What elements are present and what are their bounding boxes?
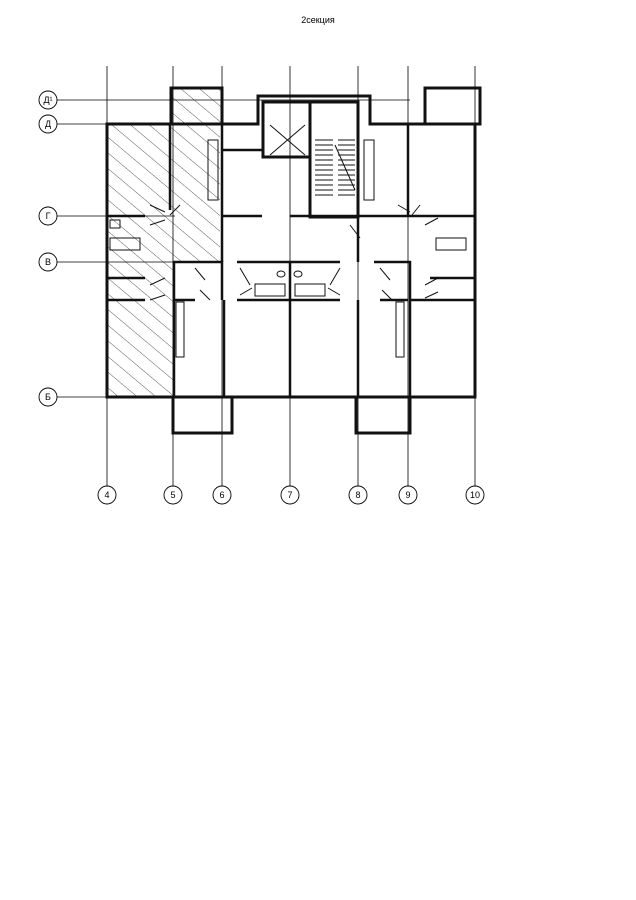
- row-axis-label: Д: [45, 119, 51, 129]
- column-axis-label: 10: [470, 490, 480, 500]
- row-axis-marker: Д: [38, 114, 58, 134]
- row-axis-marker: В: [38, 252, 58, 272]
- axis-bubble: [97, 485, 117, 505]
- column-axis-marker: 4: [97, 485, 117, 505]
- axis-bubble: [212, 485, 232, 505]
- column-axis-label: 9: [405, 490, 410, 500]
- plumbing-fixtures: [109, 139, 467, 358]
- row-axis-label: В: [45, 257, 51, 267]
- interior-walls: [107, 124, 475, 397]
- balcony-bottom-right: [354, 395, 412, 435]
- column-axis-marker: 8: [348, 485, 368, 505]
- doors: [149, 204, 439, 301]
- axis-bubble: [38, 206, 58, 226]
- axis-bubble: [38, 114, 58, 134]
- column-axis-marker: 7: [280, 485, 300, 505]
- balcony-top-right: [423, 86, 482, 126]
- hatched-balcony: [171, 88, 221, 124]
- column-axis-label: 5: [170, 490, 175, 500]
- balcony-bottom-left: [171, 395, 234, 435]
- axis-bubble: [465, 485, 485, 505]
- column-axis-marker: 9: [398, 485, 418, 505]
- column-axis-label: 7: [287, 490, 292, 500]
- hatched-apartment: [108, 125, 220, 396]
- axis-bubble: [38, 252, 58, 272]
- column-axis-label: 6: [219, 490, 224, 500]
- axis-bubble: [38, 90, 58, 110]
- sheet-title: 2секция: [301, 15, 335, 25]
- row-axis-marker: Д¹: [38, 90, 58, 110]
- stair-core: [261, 100, 360, 219]
- column-axis-label: 8: [355, 490, 360, 500]
- row-axis-marker: Б: [38, 387, 58, 407]
- balcony-top-left: [169, 86, 224, 126]
- axis-bubble: [280, 485, 300, 505]
- axis-bubble: [398, 485, 418, 505]
- column-axis-label: 4: [104, 490, 109, 500]
- row-axis-label: Б: [45, 392, 51, 402]
- axis-bubble: [38, 387, 58, 407]
- axis-bubble: [348, 485, 368, 505]
- row-axis-label: Д¹: [43, 95, 52, 105]
- row-axis-label: Г: [46, 211, 51, 221]
- column-axis-marker: 10: [465, 485, 485, 505]
- row-axis-marker: Г: [38, 206, 58, 226]
- axis-bubble: [163, 485, 183, 505]
- column-axis-marker: 6: [212, 485, 232, 505]
- column-axis-marker: 5: [163, 485, 183, 505]
